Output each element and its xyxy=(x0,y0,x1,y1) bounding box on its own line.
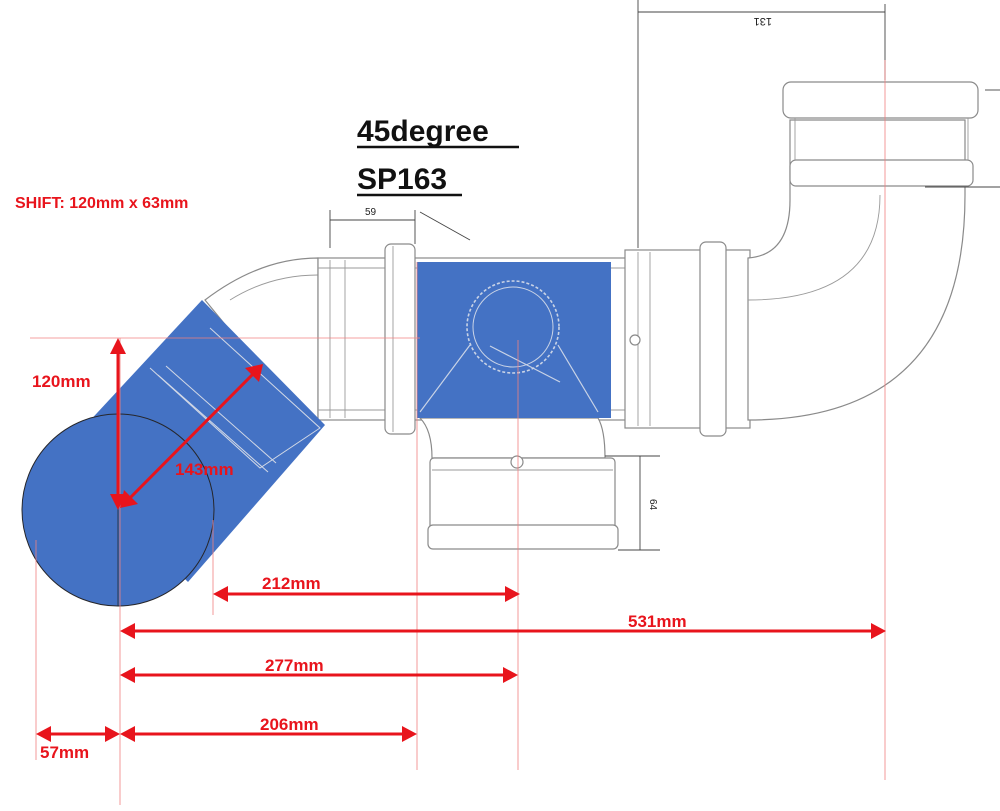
drawing-dimensions: 131 59 64 xyxy=(329,0,1000,551)
shift-label: SHIFT: 120mm x 63mm xyxy=(15,195,188,212)
blue-main-overlay xyxy=(417,262,611,418)
left-collar xyxy=(384,243,416,435)
top-socket-ring xyxy=(789,159,974,187)
right-coupling-collar xyxy=(699,241,727,437)
label-143mm: 143mm xyxy=(175,460,234,479)
arrow-143mm xyxy=(126,370,257,502)
bottom-branch-body xyxy=(418,417,606,459)
label-212mm: 212mm xyxy=(262,574,321,593)
title-line-2: SP163 xyxy=(357,163,447,196)
title-line-1: 45degree xyxy=(357,115,489,148)
label-531mm: 531mm xyxy=(628,612,687,631)
right-coupling xyxy=(624,249,751,429)
label-57mm: 57mm xyxy=(40,743,89,762)
label-277mm: 277mm xyxy=(265,656,324,675)
label-120mm: 120mm xyxy=(32,372,91,391)
overlay-line-details xyxy=(149,280,599,473)
branch-dimension-label: 64 xyxy=(647,499,658,511)
label-206mm: 206mm xyxy=(260,715,319,734)
bottom-branch-ring xyxy=(427,524,619,550)
small-dimension-label: 59 xyxy=(365,207,377,218)
top-socket xyxy=(782,81,979,119)
measurement-annotations: 120mm 143mm 212mm 531mm 277mm 206mm 57mm xyxy=(30,60,886,805)
right-sweep-bend xyxy=(747,119,966,421)
top-dimension-label: 131 xyxy=(754,15,772,27)
